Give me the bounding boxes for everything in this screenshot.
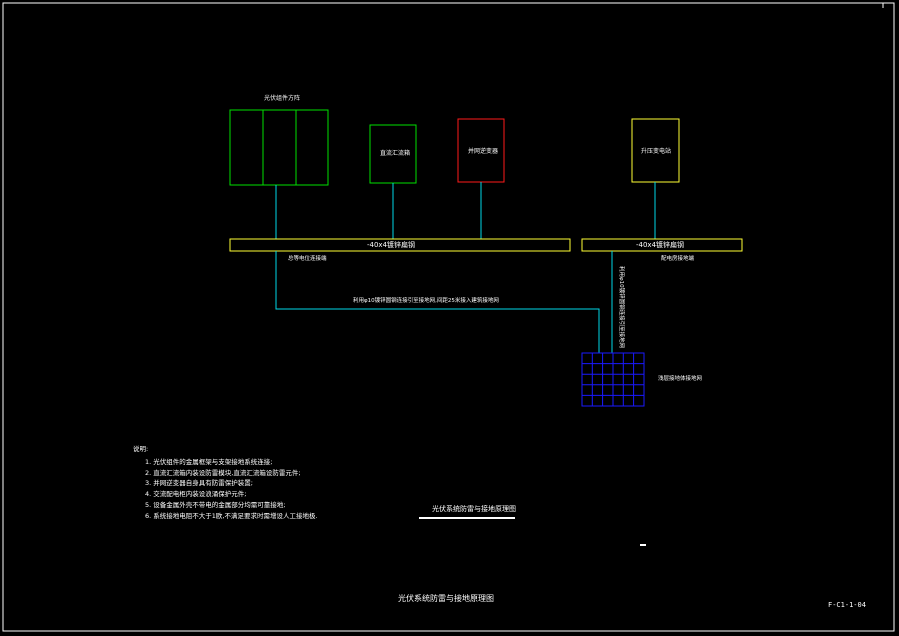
dc-combiner-label: 直流汇流箱 (380, 150, 411, 157)
sheet-title: 光伏系统防雷与接地原理图 (432, 505, 516, 513)
busbar-right-label: -40x4镀锌扁钢 (636, 241, 685, 249)
busbar-right (581, 238, 743, 252)
footer-title: 光伏系统防雷与接地原理图 (398, 594, 494, 603)
pv-array-label: 光伏组件方阵 (264, 95, 301, 102)
note-item-6: 6. 系统接地电阻不大于1欧,不满足要求时需增设人工接地极. (145, 511, 318, 520)
busbar-left-label: -40x4镀锌扁钢 (367, 241, 416, 249)
small-mark (640, 544, 646, 546)
busbar-left (229, 238, 571, 252)
ground-grid (581, 352, 645, 407)
note-item-5: 5. 设备金属外壳不带电的金属部分均需可靠接地; (145, 500, 286, 509)
inverter-label: 并网逆变器 (468, 148, 499, 155)
vertical-connection-label: 利用φ10镀锌圆钢连接引至接地网 (618, 266, 624, 349)
ground-grid-label: 浅层接地体接地网 (658, 376, 703, 382)
horizontal-connection-label: 利用φ10镀锌圆钢连接引至接地网,间距25米接入建筑接地网 (353, 298, 499, 304)
notes-block: 说明: 1. 光伏组件的金属框架与支架接地系统连接; 2. 直流汇流箱内装设防雷… (133, 444, 318, 522)
transformer-label: 升压变电站 (641, 148, 672, 155)
busbar-left-sublabel: 总等电位连接端 (288, 256, 327, 262)
drawing-number: F-C1-1-04 (828, 601, 866, 609)
busbar-to-grid-line (275, 251, 600, 353)
note-item-2: 2. 直流汇流箱内装设防雷模块,直流汇流箱设防雷元件; (145, 468, 301, 477)
pv-array-box (229, 109, 329, 186)
note-item-1: 1. 光伏组件的金属框架与支架接地系统连接; (145, 457, 273, 466)
notes-heading: 说明: (133, 445, 149, 453)
note-item-4: 4. 交流配电柜内装设浪涌保护元件; (145, 490, 247, 499)
busbar-right-sublabel: 配电房接地端 (661, 256, 695, 262)
note-item-3: 3. 并网逆变器自身具有防雷保护装置; (145, 479, 253, 488)
